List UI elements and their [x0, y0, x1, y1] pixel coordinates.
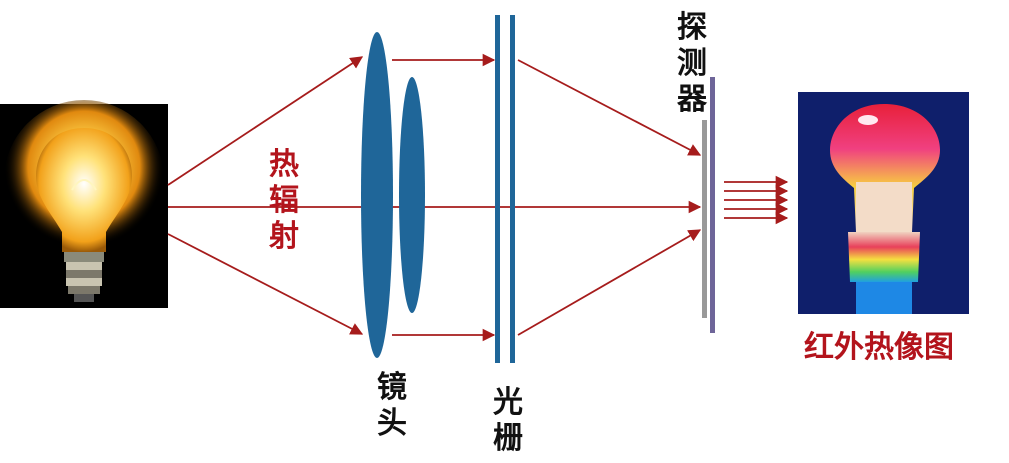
detector-front-plate [702, 120, 707, 318]
grating-bar-right [510, 15, 515, 363]
detector-char-3: 器 [677, 82, 707, 117]
lens-char-1: 镜 [377, 370, 407, 405]
detector-char-1: 探 [677, 10, 707, 45]
thermal-bulb-image [798, 92, 969, 314]
ray-lower-grating-to-detector [517, 229, 702, 336]
radiation-char-2: 辐 [269, 183, 299, 218]
detector-char-2: 测 [677, 46, 707, 81]
detector-label: 探 测 器 [674, 10, 710, 118]
ray-group [167, 53, 789, 342]
ray-upper-to-lens [167, 56, 364, 186]
lens-large [361, 32, 393, 358]
detector-back-plate [710, 77, 715, 333]
ray-upper-grating-to-detector [517, 59, 702, 156]
radiation-char-3: 射 [269, 219, 299, 254]
light-bulb-photo [0, 100, 168, 308]
lens-label: 镜 头 [374, 370, 410, 442]
grating-bar-left [495, 15, 500, 363]
lens-small [399, 77, 425, 313]
thermal-image-label: 红外热像图 [804, 330, 954, 365]
radiation-char-1: 热 [269, 147, 299, 182]
ray-lower-to-lens [167, 233, 364, 335]
grating-char-1: 光 [493, 385, 523, 420]
lens-char-2: 头 [377, 406, 407, 441]
grating-char-2: 栅 [493, 421, 523, 456]
radiation-label: 热 辐 射 [266, 147, 302, 255]
grating-label: 光 栅 [490, 385, 526, 457]
